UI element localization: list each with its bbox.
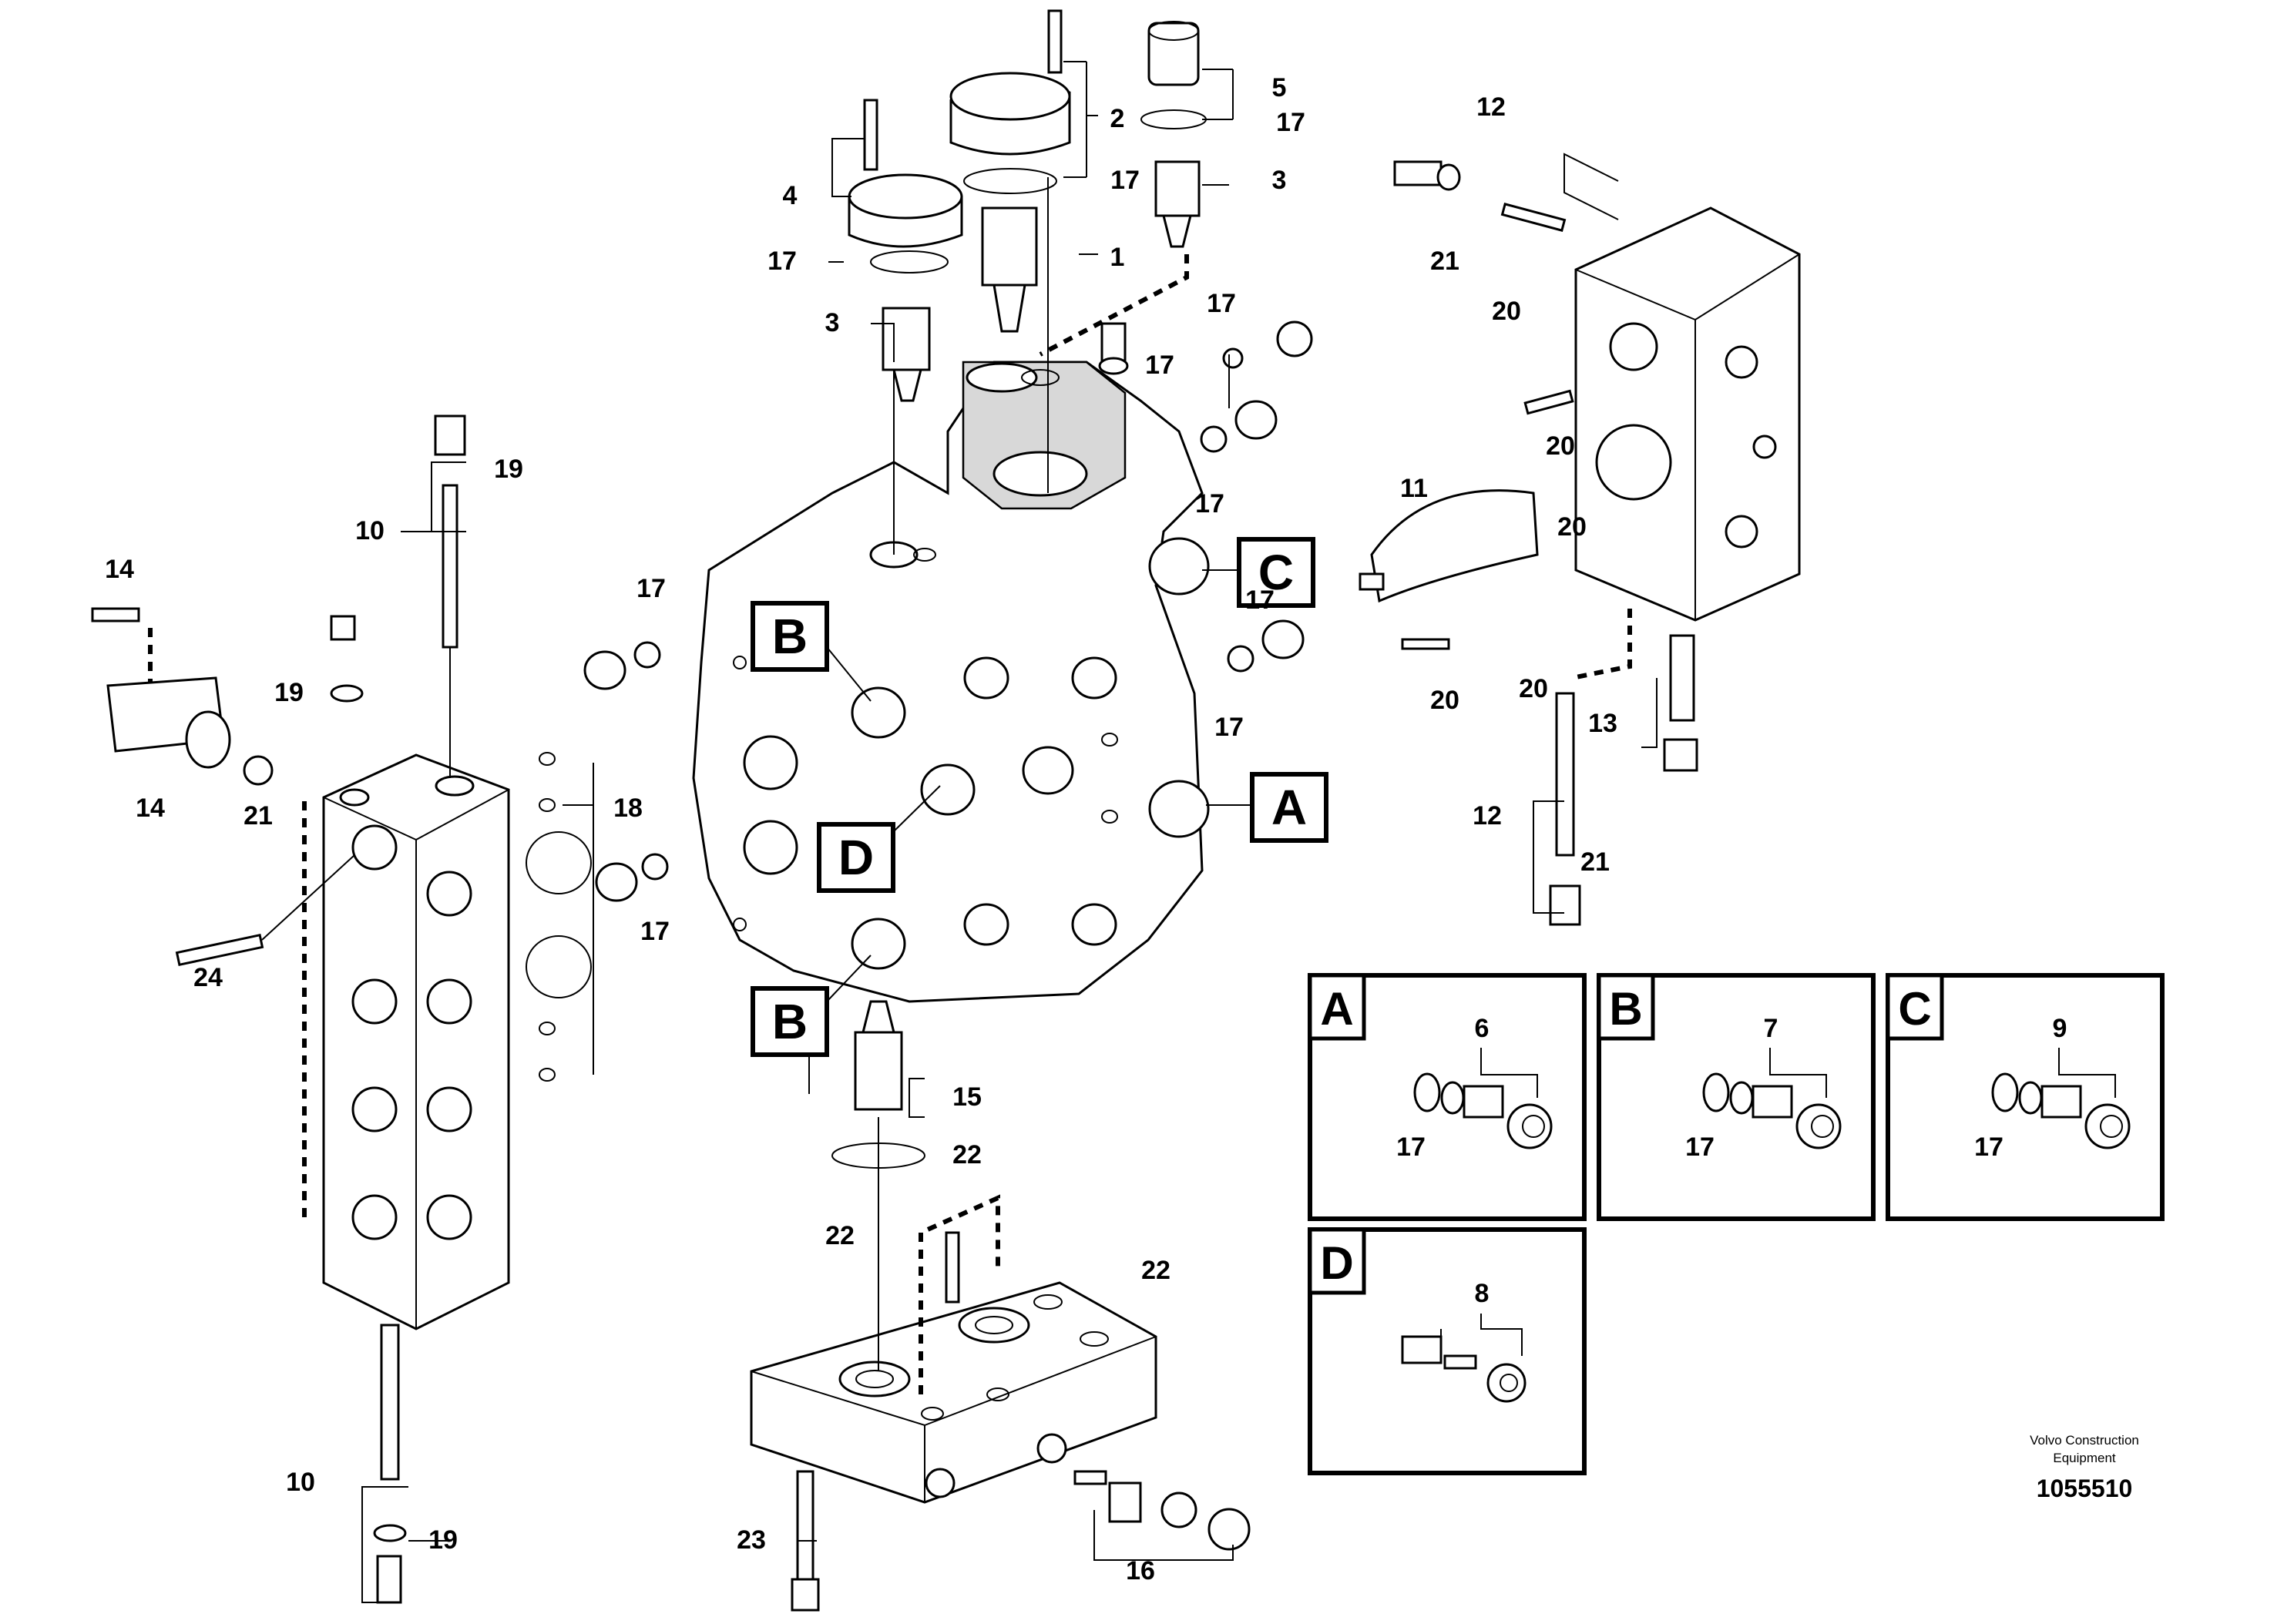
detail-c-seal-number: 17 bbox=[1974, 1132, 2003, 1162]
svg-text:C: C bbox=[1258, 545, 1294, 600]
callout-14-top: 14 bbox=[105, 555, 134, 584]
callout-3-right: 3 bbox=[1272, 166, 1287, 195]
callout-17-plug-a: 17 bbox=[1207, 289, 1236, 318]
footer-brand: Volvo Construction bbox=[2030, 1433, 2139, 1448]
svg-text:B: B bbox=[772, 994, 808, 1049]
callout-17-cap: 17 bbox=[1276, 108, 1305, 137]
detail-a-part-number: 6 bbox=[1475, 1014, 1490, 1043]
footer-credit: Volvo Construction Equipment 1055510 bbox=[2030, 1433, 2139, 1502]
port-label-c: C bbox=[1202, 537, 1315, 608]
callout-10-bottom: 10 bbox=[286, 1468, 315, 1497]
svg-text:A: A bbox=[1271, 780, 1307, 835]
callout-20-c: 20 bbox=[1557, 512, 1587, 542]
callout-1: 1 bbox=[1110, 243, 1125, 272]
svg-text:B: B bbox=[772, 609, 808, 664]
detail-b-part-number: 7 bbox=[1764, 1014, 1778, 1043]
detail-a-letter: A bbox=[1320, 983, 1353, 1035]
detail-d-letter: D bbox=[1320, 1237, 1353, 1289]
callout-numbers: 1 2 17 5 17 3 4 17 3 17 17 17 17 17 17 1… bbox=[105, 73, 1617, 1585]
callout-19-mid: 19 bbox=[274, 678, 304, 707]
callout-11: 11 bbox=[1400, 474, 1428, 503]
detail-panel-d: D 8 bbox=[1308, 1227, 1587, 1475]
callout-22-right: 22 bbox=[952, 1140, 982, 1169]
detail-d-part-number: 8 bbox=[1475, 1279, 1490, 1308]
svg-text:D: D bbox=[838, 830, 874, 885]
port-label-b-bottom: B bbox=[751, 955, 872, 1057]
drawing-id: 1055510 bbox=[2037, 1475, 2133, 1502]
right-upper-block bbox=[1359, 160, 1801, 926]
callout-17-extra: 17 bbox=[1245, 586, 1275, 615]
callout-23: 23 bbox=[737, 1525, 766, 1555]
footer-brand-sub: Equipment bbox=[2053, 1451, 2116, 1465]
port-label-b-top: B bbox=[751, 601, 872, 702]
callout-20-e: 20 bbox=[1519, 674, 1548, 703]
callout-21-top: 21 bbox=[1430, 247, 1459, 276]
callout-19-bottom: 19 bbox=[428, 1525, 458, 1555]
port-label-a: A bbox=[1206, 772, 1328, 843]
detail-panel-a: A 6 17 bbox=[1308, 973, 1587, 1221]
top-cartridges bbox=[848, 9, 1207, 402]
callout-21-bottom: 21 bbox=[1580, 847, 1610, 877]
callout-5: 5 bbox=[1272, 73, 1287, 102]
detail-a-seal-number: 17 bbox=[1396, 1132, 1426, 1162]
callout-22-far: 22 bbox=[1141, 1256, 1171, 1285]
detail-c-letter: C bbox=[1898, 983, 1931, 1035]
detail-c-part-number: 9 bbox=[2053, 1014, 2067, 1043]
callout-12-bottom: 12 bbox=[1473, 801, 1502, 830]
callout-17-left-a: 17 bbox=[636, 574, 666, 603]
callout-19-top: 19 bbox=[494, 455, 523, 484]
bottom-block bbox=[750, 1000, 1251, 1612]
detail-b-seal-number: 17 bbox=[1685, 1132, 1715, 1162]
callout-3-left: 3 bbox=[825, 308, 840, 337]
callout-17-right-mid: 17 bbox=[1214, 713, 1244, 742]
callout-17-left-cap: 17 bbox=[767, 247, 797, 276]
callout-12-top: 12 bbox=[1476, 92, 1506, 122]
callout-2: 2 bbox=[1110, 104, 1125, 133]
callout-leaders bbox=[361, 69, 1658, 1603]
callout-17-plug-b: 17 bbox=[1145, 351, 1174, 380]
port-label-d: D bbox=[817, 785, 941, 893]
callout-10-top: 10 bbox=[355, 516, 385, 545]
callout-13: 13 bbox=[1588, 709, 1617, 738]
callout-21-left: 21 bbox=[244, 801, 273, 830]
callout-16: 16 bbox=[1126, 1556, 1155, 1585]
callout-22-left: 22 bbox=[825, 1221, 855, 1250]
callout-14-bottom: 14 bbox=[136, 794, 165, 823]
callout-17-top: 17 bbox=[1110, 166, 1140, 195]
callout-4: 4 bbox=[783, 181, 798, 210]
detail-panel-c: C 9 17 bbox=[1886, 973, 2165, 1221]
callout-20-d: 20 bbox=[1430, 686, 1459, 715]
callout-20-a: 20 bbox=[1492, 297, 1521, 326]
callout-20-b: 20 bbox=[1546, 431, 1575, 461]
callout-18: 18 bbox=[613, 794, 643, 823]
callout-17-plug-c: 17 bbox=[1195, 489, 1224, 518]
detail-b-letter: B bbox=[1609, 983, 1642, 1035]
left-section-block bbox=[91, 414, 592, 1604]
callout-17-left-b: 17 bbox=[640, 917, 670, 946]
detail-panel-b: B 7 17 bbox=[1597, 973, 1876, 1221]
callout-24: 24 bbox=[193, 963, 223, 992]
callout-15: 15 bbox=[952, 1082, 982, 1112]
